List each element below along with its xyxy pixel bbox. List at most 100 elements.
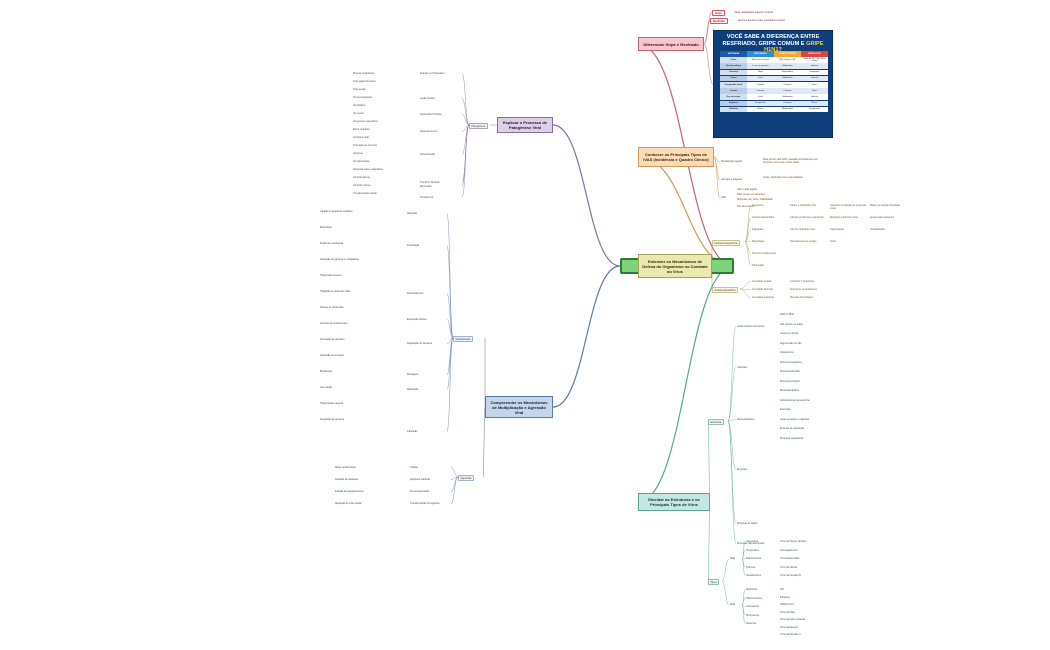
estrutura-item: Proteínas Não Estruturais xyxy=(737,542,765,545)
table-cell: Leve xyxy=(747,94,774,100)
agressao-group: Agressão xyxy=(458,475,474,482)
connector-line xyxy=(707,420,711,503)
agressao-note: Ativação de caspases xyxy=(335,478,359,481)
table-cell: Intensa xyxy=(801,75,828,82)
table-cell: Comum xyxy=(774,81,801,88)
patogenese-item: Resposta Imune xyxy=(420,130,438,133)
etapa-item: Maturação xyxy=(407,388,419,391)
patogenese-item: Tropismo Tecidual xyxy=(420,181,440,184)
topic-ivas[interactable]: Conhecer os Principais Tipos de IVAS (In… xyxy=(638,147,714,167)
topic-gripe[interactable]: Diferenciar Gripe e Resfriado xyxy=(638,37,704,51)
topic-estruturas[interactable]: Elucidar as Estruturas e os Principais T… xyxy=(638,493,710,511)
estrutura-note: Bicamada lipídica xyxy=(780,389,799,392)
table-header-cell: GRIPE H1N1 xyxy=(801,51,828,57)
defesa-esp-item: Imunidade Humoral xyxy=(752,288,773,291)
flu-comparison-infographic: VOCÊ SABE A DIFERENÇA ENTRE RESFRIADO, G… xyxy=(713,30,833,138)
agressao-item: Transformação Oncogênica xyxy=(410,502,440,505)
patogenese-note: Infecção latente xyxy=(353,176,370,179)
estrutura-note: DNA ou RNA xyxy=(780,313,794,316)
table-cell: Espirros xyxy=(720,100,747,107)
infographic-title: VOCÊ SABE A DIFERENÇA ENTRE RESFRIADO, G… xyxy=(722,34,824,53)
patogenese-item: Lesão Celular xyxy=(420,97,435,100)
topic-defesa[interactable]: Entender os Mecanismos de Defesa do Orga… xyxy=(638,254,712,278)
topic-patogenese[interactable]: Explicar o Processo de Patogênese Viral xyxy=(497,117,553,133)
connector-line xyxy=(727,367,737,422)
patogenese-group: Patogênese xyxy=(469,123,488,130)
connector-line xyxy=(461,124,470,155)
connector-line xyxy=(713,156,721,199)
ivas-note: Mais comum em lactentes xyxy=(737,193,765,196)
estrutura-node: Estrutura xyxy=(708,419,724,426)
estrutura-note: Linear ou circular xyxy=(780,332,799,335)
connector-line xyxy=(727,420,737,470)
connector-line xyxy=(741,597,746,606)
defesa-inespecifica: Defesa Inespecífica xyxy=(712,240,740,247)
ivas-note: Mais comum das IVAS; causada principalme… xyxy=(763,158,818,164)
gripe-note: vários respiratórios superior e inferior xyxy=(734,11,774,14)
connector-line xyxy=(637,156,735,267)
estrutura-note: Fita simples ou dupla xyxy=(780,322,803,326)
patogenese-item: Entrada no Hospedeiro xyxy=(420,72,445,75)
multiplicacao-note: Integração ao genoma xyxy=(320,418,344,421)
table-cell: Moderados xyxy=(774,106,801,113)
connector-line xyxy=(461,124,470,198)
connector-line xyxy=(637,265,735,503)
etapa-item: Montagem xyxy=(407,373,419,376)
table-cell: Tosse xyxy=(720,75,747,82)
dna-note: Vírus do Herpes Simples xyxy=(780,540,807,543)
dna-note: Vírus da Hepatite B xyxy=(780,574,801,577)
estrutura-note: Enzimas de replicação xyxy=(780,427,805,430)
table-cell: Leve ou ausente xyxy=(747,63,774,69)
table-cell: Congestão nasal xyxy=(720,81,747,88)
rna-item: Coronavírus xyxy=(746,605,760,608)
patogenese-item: Replicação Primária xyxy=(420,113,442,116)
table-header-cell: SINTOMAS xyxy=(720,51,747,57)
patogenese-note: Receptores específicos xyxy=(353,120,378,123)
agressao-item: Apoptose Induzida xyxy=(410,478,430,481)
connector-line xyxy=(461,124,470,187)
ivas-note: Otite média aguda xyxy=(737,188,757,191)
ivas-item: Laringite e traqueíte xyxy=(721,178,743,181)
multiplicacao-group: Multiplicação xyxy=(453,336,473,343)
dna-item: Adenovírus xyxy=(746,540,759,543)
estrutura-item: Envelope xyxy=(737,468,747,471)
agressao-item: Citólise xyxy=(410,466,418,469)
defesa-note: Inibem a replicação viral xyxy=(790,204,816,207)
connector-line xyxy=(744,217,752,243)
defesa-note: Apresentam antígenos xyxy=(870,216,895,219)
topic-multiplicacao[interactable]: Compreender os Mecanismos de Multiplicaç… xyxy=(485,396,553,418)
connector-line xyxy=(707,501,711,582)
table-cell: Comum xyxy=(747,88,774,94)
table-cell: Esporádico xyxy=(774,69,801,76)
patogenese-note: Resposta inata e adaptativa xyxy=(353,168,383,171)
multiplicacao-note: Tradução de proteínas virais xyxy=(320,290,351,293)
rna-note: Vírus da Hepatite C xyxy=(780,633,801,636)
estrutura-note: Proteínas regulatórias xyxy=(780,436,804,440)
rna-item: Retrovírus xyxy=(746,588,758,591)
patogenese-note: Via neural xyxy=(353,112,364,115)
connector-line xyxy=(727,419,737,422)
agressao-note: Inibição da resposta imune xyxy=(335,490,364,493)
multiplicacao-note: Fusão de membranas xyxy=(320,242,344,245)
dna-note: Vírus da Varíola xyxy=(780,565,797,569)
multiplicacao-note: Liberação do genoma no citoplasma xyxy=(320,258,359,261)
agressao-note: Morte celular direta xyxy=(335,466,356,469)
estrutura-note: Espículas xyxy=(780,408,791,411)
estrutura-note: Capsômeros xyxy=(780,351,794,354)
connector-line xyxy=(446,337,454,390)
multiplicacao-note: Formação do capsídeo xyxy=(320,338,345,341)
defesa-note: Matam as células infectadas xyxy=(870,204,901,207)
ivas-note: Sintomas: dor, febre, irritabilidade xyxy=(737,198,773,201)
table-cell: Comum xyxy=(747,81,774,88)
rna-note: SARS-CoV-2 xyxy=(780,603,794,606)
table-cell: Moderada xyxy=(774,63,801,69)
connector-line xyxy=(703,19,711,45)
estrutura-note: Ligam envelope e capsídeo xyxy=(780,417,810,421)
connector-line xyxy=(552,124,621,267)
defesa-note: Vasodilatação xyxy=(870,228,885,231)
connector-line xyxy=(744,241,752,243)
